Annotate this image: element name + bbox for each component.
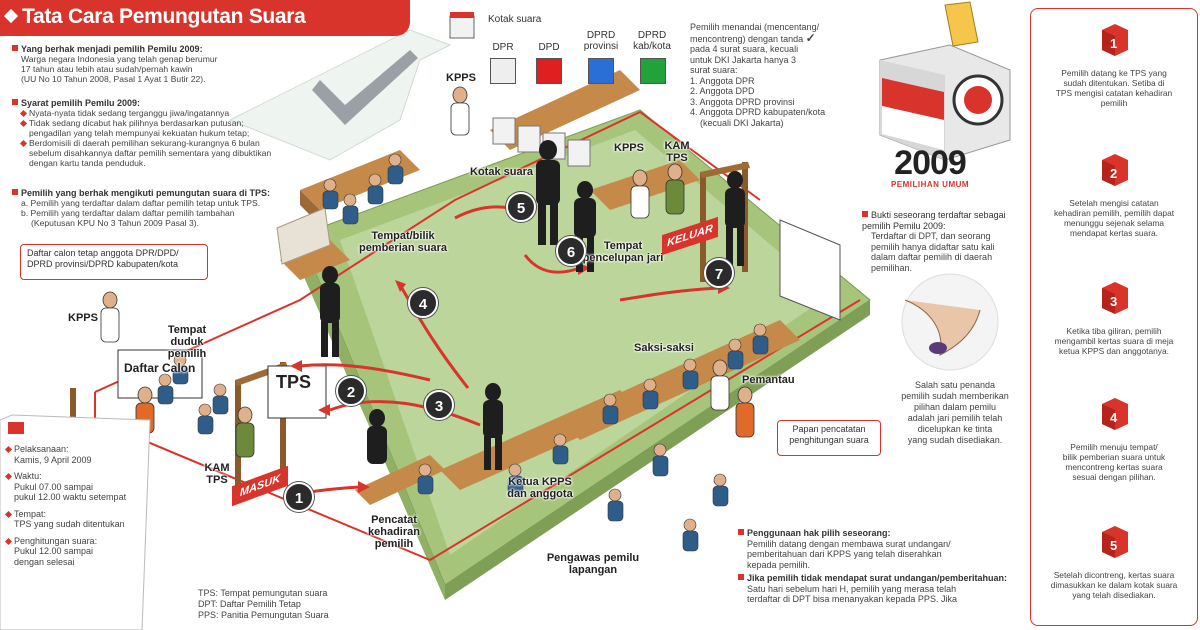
voter-requirements-block: Syarat pemilih Pemilu 2009: Nyata-nyata … (12, 98, 322, 168)
ballot-box-emblem (879, 1, 1011, 161)
bullet-icon (12, 45, 18, 51)
step-marker-4: 4 (408, 288, 438, 318)
bullet-icon (12, 99, 18, 105)
rope-boundary (94, 110, 761, 393)
step-marker-2: 2 (336, 376, 366, 406)
ballot-box-step-icon (1102, 398, 1128, 430)
check-mark-graphic (312, 50, 418, 125)
bullet-icon (862, 211, 868, 217)
voter-eligibility-block: Yang berhak menjadi pemilih Pemilu 2009:… (12, 44, 312, 84)
label-kpps-left: KPPS (68, 312, 98, 324)
legend-dprd-kab-label: DPRD kab/kota (633, 30, 671, 52)
diamond-bullet-icon (19, 109, 28, 118)
legend-dpd-swatch (536, 58, 562, 84)
kpu-logo-icon (8, 422, 24, 434)
label-kam-tps-left: KAM TPS (204, 462, 230, 486)
year-text: 2009 (894, 144, 967, 182)
legend-dpr-swatch (490, 58, 516, 84)
whiteboard-callout: Papan pencatatan penghitungan suara (777, 420, 881, 456)
step-marker-7: 7 (704, 258, 734, 288)
ballot-box-step-icon (1102, 24, 1128, 56)
page-title: Tata Cara Pemungutan Suara (22, 5, 306, 28)
whiteboard (779, 219, 841, 321)
label-pencatat: Pencatat kehadiran pemilih (368, 514, 420, 550)
label-kpps-top: KPPS (446, 72, 476, 84)
step-4: 4 Pemilih menuju tempat/bilik pemberian … (1030, 396, 1198, 482)
step-marker-1: 1 (284, 482, 314, 512)
diamond-bullet-icon (4, 472, 13, 481)
abbreviation-list: TPS: Tempat pemungutan suara DPT: Daftar… (198, 588, 329, 620)
steps-panel (1030, 8, 1198, 626)
legend-dprd-prov-label: DPRD provinsi (583, 30, 619, 52)
ballot-box-label: Kotak suara (488, 14, 542, 25)
voting-rights-block: Penggunaan hak pilih seseorang: Pemilih … (738, 528, 1028, 605)
diamond-bullet-icon (4, 445, 13, 454)
label-saksi: Saksi-saksi (634, 342, 694, 354)
title-diamond-icon (3, 8, 19, 24)
label-bilik: Tempat/bilik pemberian suara (358, 230, 448, 254)
tps-eligibility-block: Pemilih yang berhak mengikuti pemungutan… (12, 188, 312, 228)
ballot-box-legend: Kotak suara DPR DPD DPRD provinsi DPRD k… (440, 6, 680, 86)
diamond-bullet-icon (19, 119, 28, 128)
label-tempat-duduk: Tempat duduk pemilih (167, 324, 207, 360)
diamond-bullet-icon (4, 510, 13, 518)
legend-dpr-label: DPR (492, 42, 514, 53)
schedule-note: Pelaksanaan:Kamis, 9 April 2009 Waktu:Pu… (4, 420, 146, 567)
label-pemantau: Pemantau (742, 374, 795, 386)
marking-info-block: Pemilih menandai (mencentang/ mencontren… (690, 22, 826, 128)
label-tempat-pencelupan: Tempat pencelupan jari (582, 240, 664, 264)
legend-dprd-prov-swatch (588, 58, 614, 84)
label-pengawas: Pengawas pemilu lapangan (546, 552, 640, 576)
label-kpps-right: KPPS (614, 142, 644, 154)
ballot-box-step-icon (1102, 526, 1128, 558)
schedule-paper (0, 414, 151, 630)
ink-info-block: Salah satu penanda pemilih sudah memberi… (901, 380, 1009, 445)
step-marker-5: 5 (506, 192, 536, 222)
proof-registration-block: Bukti seseorang terdaftar sebagai pemili… (862, 210, 1006, 273)
bullet-icon (12, 189, 18, 195)
candidate-list-callout: Daftar calon tetap anggota DPR/DPD/ DPRD… (20, 244, 208, 280)
ballot-box-step-icon (1102, 282, 1128, 314)
bullet-icon (738, 574, 744, 580)
bullet-icon (738, 529, 744, 535)
ballot-box-icon (449, 12, 475, 39)
label-ketua: Ketua KPPS dan anggota (507, 476, 573, 500)
label-daftar-calon-sign: Daftar Calon (124, 361, 196, 375)
label-kotak-suara: Kotak suara (470, 166, 533, 178)
title-banner: Tata Cara Pemungutan Suara (0, 0, 410, 36)
diamond-bullet-icon (19, 139, 28, 148)
year-subtitle: PEMILIHAN UMUM (890, 180, 970, 189)
step-marker-3: 3 (424, 390, 454, 420)
ballot-box-step-icon (1102, 154, 1128, 186)
legend-dprd-kab-swatch (640, 58, 666, 84)
check-icon: ✓ (805, 30, 816, 45)
step-marker-6: 6 (556, 236, 586, 266)
year-badge: 2009 PEMILIHAN UMUM (870, 146, 990, 189)
label-kam-tps-top: KAM TPS (664, 140, 690, 164)
legend-dpd-label: DPD (538, 42, 560, 53)
label-tps-sign: TPS (276, 372, 312, 392)
ink-finger-illustration (901, 273, 999, 371)
diamond-bullet-icon (4, 537, 13, 545)
